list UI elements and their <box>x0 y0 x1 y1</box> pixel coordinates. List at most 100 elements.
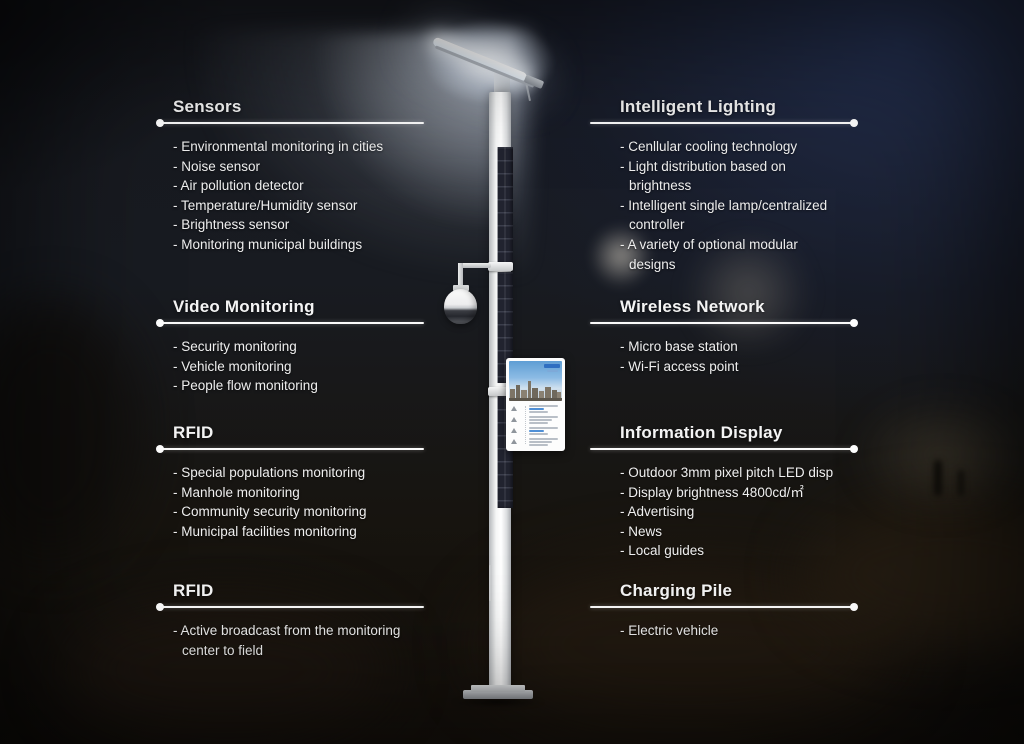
feature-item: - Monitoring municipal buildings <box>173 236 363 252</box>
feature-item: - Brightness sensor <box>173 217 290 233</box>
section-underline <box>590 603 858 611</box>
building-silhouette <box>557 392 561 399</box>
feature-section: RFID - Special populations monitoring - Ma… <box>156 423 424 541</box>
poster-text-lines <box>521 404 562 413</box>
feature-item: - Display brightness 4800cd/㎡ <box>620 484 804 500</box>
building-silhouette <box>545 387 551 399</box>
blurred-shadow <box>800 500 1024 650</box>
text-bar <box>529 427 559 429</box>
building-silhouette <box>516 385 520 399</box>
line-dot <box>156 445 164 453</box>
building-silhouette <box>521 390 527 399</box>
section-item-list: - Cenllular cooling technology - Light di… <box>590 137 844 274</box>
section-title: Sensors <box>173 97 242 116</box>
pole-collar <box>488 262 513 271</box>
section-title: Information Display <box>620 423 783 442</box>
feature-item: - Local guides <box>620 543 705 559</box>
board-photo-city-skyline <box>509 361 562 401</box>
board-logo-sub <box>547 370 558 372</box>
feature-section: RFID- Active broadcast from the monitori… <box>156 581 424 660</box>
feature-section: Wireless Network - Micro base station - Wi… <box>590 297 858 376</box>
feature-section: Sensors - Environmental monitoring in cit… <box>156 97 424 255</box>
feature-item: - Outdoor 3mm pixel pitch LED disp <box>620 465 834 480</box>
feature-section: Information Display - Outdoor 3mm pixel p… <box>590 423 858 561</box>
section-title: Wireless Network <box>620 297 765 316</box>
feature-item: - Community security monitoring <box>173 504 367 520</box>
text-bar <box>529 422 548 424</box>
feature-item: - Municipal facilities monitoring <box>173 523 357 539</box>
feature-item: - Special populations monitoring <box>173 465 366 480</box>
text-bar <box>529 430 544 432</box>
feature-section: Intelligent Lighting - Cenllular cooling … <box>590 97 858 274</box>
line-dot <box>850 319 858 327</box>
solar-panel-middle <box>497 272 513 383</box>
feature-section: Charging Pile- Electric vehicle <box>590 581 858 641</box>
board-logo <box>544 364 560 368</box>
section-underline <box>156 603 424 611</box>
section-underline <box>156 319 424 327</box>
info-display-board <box>506 358 565 451</box>
bokeh-light <box>592 226 650 286</box>
text-bar <box>529 408 544 410</box>
triangle-icon <box>511 439 517 444</box>
pole-base-flange <box>471 685 525 692</box>
section-title: RFID <box>173 423 214 442</box>
blurred-silhouette <box>934 460 942 496</box>
feature-item: - Environmental monitoring in cities <box>173 139 384 154</box>
camera-arm <box>458 263 491 268</box>
feature-item: - Wi-Fi access point <box>620 358 739 374</box>
blurred-shadow <box>60 600 390 740</box>
triangle-icon <box>511 406 517 411</box>
section-underline <box>590 319 858 327</box>
feature-item: - Cenllular cooling technology <box>620 139 798 154</box>
section-header: Intelligent Lighting <box>590 97 856 117</box>
pole-collar <box>488 387 513 396</box>
section-header: RFID <box>158 423 424 443</box>
section-underline <box>156 119 424 127</box>
text-bar <box>529 441 553 443</box>
poster-text-lines <box>521 415 562 424</box>
skyline-ground <box>509 398 562 401</box>
line-dot <box>850 119 858 127</box>
section-header: Video Monitoring <box>158 297 424 317</box>
dome-camera-icon <box>444 289 477 324</box>
feature-item: - Temperature/Humidity sensor <box>173 197 358 213</box>
section-header: Charging Pile <box>590 581 856 601</box>
base-shadow <box>452 697 544 707</box>
feature-item: - Micro base station <box>620 339 738 354</box>
camera-arm-drop <box>458 263 463 287</box>
feature-section: Video Monitoring - Security monitoring- V… <box>156 297 424 396</box>
section-item-list: - Outdoor 3mm pixel pitch LED disp - Disp… <box>590 463 844 561</box>
section-item-list: - Micro base station - Wi-Fi access point <box>590 337 844 376</box>
feature-item: - News <box>620 523 663 539</box>
feature-item: - Air pollution detector <box>173 178 304 194</box>
camera-mount <box>453 285 469 291</box>
poster-row <box>509 437 562 446</box>
building-silhouette <box>528 381 531 399</box>
feature-item: - Light distribution based on brightness <box>620 158 786 194</box>
section-item-list: - Active broadcast from the monitoring c… <box>158 621 418 660</box>
bokeh-light <box>678 240 818 345</box>
building-silhouette <box>539 391 544 399</box>
section-item-list: - Environmental monitoring in cities- No… <box>158 137 418 255</box>
feature-item: - Manhole monitoring <box>173 484 300 500</box>
blurred-shadow <box>0 300 140 560</box>
line-dot <box>850 445 858 453</box>
blurred-silhouette <box>958 470 964 496</box>
section-header: Sensors <box>158 97 424 117</box>
line-dot <box>156 603 164 611</box>
section-item-list: - Special populations monitoring - Manhol… <box>158 463 418 541</box>
section-item-list: - Security monitoring- Vehicle monitorin… <box>158 337 418 396</box>
lamp-bracket <box>494 72 510 98</box>
feature-item: - People flow monitoring <box>173 378 318 394</box>
text-bar <box>529 411 548 413</box>
section-header: Wireless Network <box>590 297 856 317</box>
feature-item: - Advertising <box>620 504 695 520</box>
left-feature-column: Sensors - Environmental monitoring in cit… <box>156 97 424 717</box>
board-spec-rows <box>509 404 562 446</box>
poster-row <box>509 404 562 413</box>
line-dot <box>156 119 164 127</box>
feature-item: - Vehicle monitoring <box>173 358 292 374</box>
